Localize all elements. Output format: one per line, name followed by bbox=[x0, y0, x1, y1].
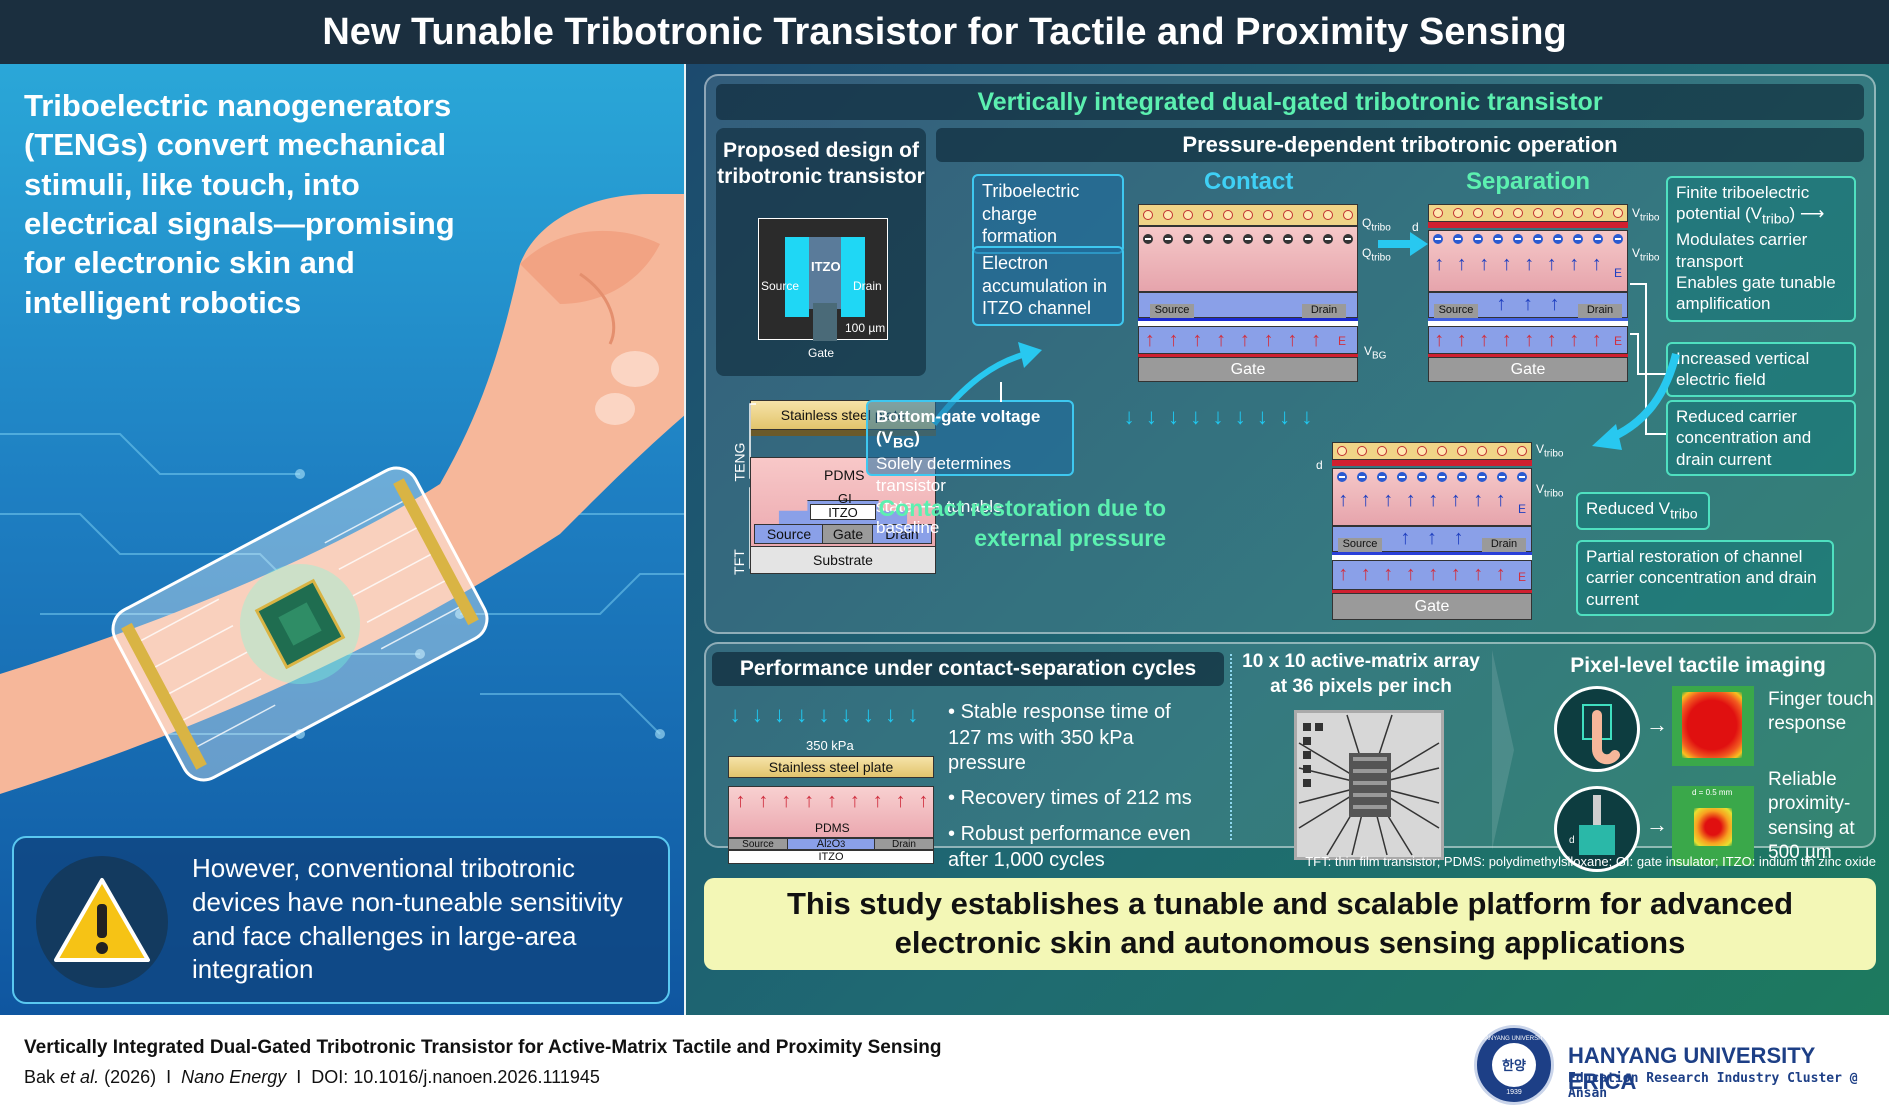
dual-gated-title: Vertically integrated dual-gated tribotr… bbox=[977, 87, 1603, 116]
warning-icon-circle bbox=[36, 856, 168, 988]
imaging-title: Pixel-level tactile imaging bbox=[1570, 654, 1826, 677]
svg-text:한양: 한양 bbox=[1502, 1058, 1526, 1074]
perf-source: Source bbox=[728, 838, 788, 850]
contact-to-separation-arrow bbox=[1378, 232, 1428, 256]
dual-gated-title-bar: Vertically integrated dual-gated tribotr… bbox=[716, 84, 1864, 120]
warning-panel: However, conventional tribotronic device… bbox=[12, 836, 670, 1004]
perf-bullet-2: • Recovery times of 212 ms bbox=[948, 787, 1192, 809]
separation-diagram: ↑↑↑↑↑↑↑↑ E Source Drain ↑↑↑ ↑↑↑↑↑↑↑↑ E G… bbox=[1428, 204, 1628, 382]
perf-divider bbox=[1230, 654, 1232, 840]
right-panel: Vertically integrated dual-gated tribotr… bbox=[686, 64, 1889, 1015]
footer: Vertically Integrated Dual-Gated Tribotr… bbox=[0, 1015, 1889, 1114]
bottom-gate-box: Bottom-gate voltage (VBG) Solely determi… bbox=[866, 400, 1074, 537]
performance-title-bar: Performance under contact-separation cyc… bbox=[712, 652, 1224, 686]
perf-pressure-arrows: ↓↓↓↓↓↓↓↓↓ bbox=[729, 702, 919, 727]
reduced-carrier-box: Reduced carrier concentration and drain … bbox=[1666, 400, 1856, 476]
arm-illustration bbox=[0, 194, 686, 794]
increased-field-box: Increased vertical electric field bbox=[1666, 342, 1856, 397]
abbreviations: TFT: thin film transistor; PDMS: polydim… bbox=[1305, 854, 1876, 869]
arrow-proximity: → bbox=[1646, 812, 1668, 837]
d-label-restore: d bbox=[1316, 458, 1323, 472]
drain-layer: Drain bbox=[872, 524, 932, 544]
proximity-label: Reliable proximity-sensing at 500 µm bbox=[1768, 769, 1855, 863]
svg-text:HANYANG UNIVERSITY: HANYANG UNIVERSITY bbox=[1481, 1036, 1548, 1042]
warning-text: However, conventional tribotronic device… bbox=[192, 853, 623, 985]
proximity-icon: d bbox=[1554, 786, 1640, 872]
intro-text: Triboelectric nanogenerators (TENGs) con… bbox=[24, 88, 455, 320]
contact-diagram: Source Drain ↑↑↑↑↑↑↑↑ E Gate bbox=[1138, 204, 1358, 382]
v-bg-label: VBG bbox=[1364, 344, 1387, 362]
v-tribo-label-4: Vtribo bbox=[1536, 482, 1564, 500]
warning-icon bbox=[54, 878, 150, 962]
operation-title: Pressure-dependent tribotronic operation bbox=[1182, 132, 1618, 157]
finger-touch-icon bbox=[1554, 686, 1640, 772]
reduced-vtribo-box: Reduced Vtribo bbox=[1576, 492, 1710, 531]
conclusion-box: This study establishes a tunable and sca… bbox=[704, 878, 1876, 970]
university-seal: 한양 1939 HANYANG UNIVERSITY bbox=[1474, 1025, 1554, 1105]
v-tribo-label-3: Vtribo bbox=[1536, 442, 1564, 460]
perf-pdms-layer: ↑↑↑↑↑↑↑↑↑ PDMS bbox=[728, 786, 934, 838]
scale-label: 100 µm bbox=[845, 321, 886, 335]
pressure-arrows-top: ↓↓↓↓↓↓↓↓↓ bbox=[1123, 404, 1313, 429]
transistor-micrograph: ITZO Source Drain 100 µm bbox=[758, 218, 888, 341]
svg-text:d: d bbox=[1569, 835, 1575, 846]
perf-steel-layer: Stainless steel plate bbox=[728, 756, 934, 778]
source-layer: Source bbox=[754, 524, 824, 544]
design-title: Proposed design of tribotronic transisto… bbox=[717, 139, 925, 189]
perf-drain: Drain bbox=[874, 838, 934, 850]
perf-pressure-label: 350 kPa bbox=[806, 738, 854, 753]
d-label-separation: d bbox=[1412, 220, 1419, 234]
bottom-gate-pointer bbox=[1000, 382, 1002, 402]
finite-potential-box: Finite triboelectric potential (Vtribo) … bbox=[1666, 176, 1856, 322]
contact-label: Contact bbox=[1204, 168, 1294, 195]
arrow-finger: → bbox=[1646, 712, 1668, 737]
design-panel: Proposed design of tribotronic transisto… bbox=[716, 128, 926, 376]
perf-itzo-layer: ITZO bbox=[728, 850, 934, 864]
drain-label: Drain bbox=[853, 279, 882, 293]
citation: Bak et al. (2026) I Nano Energy I DOI: 1… bbox=[24, 1067, 600, 1087]
v-tribo-label-1: Vtribo bbox=[1632, 206, 1660, 224]
performance-title: Performance under contact-separation cyc… bbox=[739, 657, 1197, 680]
restore-diagram: ↑↑↑↑↑↑↑↑ E Source Drain ↑↑↑ ↑↑↑↑↑↑↑↑ E G… bbox=[1332, 442, 1532, 620]
source-label: Source bbox=[761, 279, 800, 293]
perf-bullet-1: • Stable response time of 127 ms with 35… bbox=[948, 701, 1171, 775]
university-name: HANYANG UNIVERSITY ERICA bbox=[1568, 1043, 1815, 1094]
page-title: New Tunable Tribotronic Transistor for T… bbox=[322, 10, 1567, 53]
q-tribo-label-top: Qtribo bbox=[1362, 216, 1391, 234]
pdms-label: PDMS bbox=[824, 467, 865, 483]
proximity-heatmap: d = 0.5 mm bbox=[1672, 786, 1754, 866]
separation-to-restore-arrow bbox=[1592, 353, 1680, 450]
array-chevron bbox=[1492, 650, 1514, 850]
itzo-layer: ITZO bbox=[810, 504, 876, 520]
itzo-label: ITZO bbox=[811, 259, 841, 274]
finger-heatmap bbox=[1672, 686, 1754, 766]
steel-plate-base bbox=[750, 430, 936, 436]
separation-label: Separation bbox=[1466, 168, 1591, 195]
tft-label: TFT bbox=[730, 549, 747, 575]
paper-title: Vertically Integrated Dual-Gated Tribotr… bbox=[24, 1037, 942, 1058]
gate-layer: Gate bbox=[822, 524, 874, 544]
perf-bullet-3: • Robust performance even after 1,000 cy… bbox=[948, 823, 1191, 871]
finger-touch-label: Finger touch response bbox=[1768, 689, 1874, 735]
operation-title-bar: Pressure-dependent tribotronic operation bbox=[936, 128, 1864, 162]
restore-label: Contact restoration due to external pres… bbox=[878, 495, 1166, 551]
q-tribo-label-bottom: Qtribo bbox=[1362, 246, 1391, 264]
tribo-charge-box: Triboelectric charge formation bbox=[972, 174, 1124, 254]
electron-accumulation-box: Electron accumulation in ITZO channel bbox=[972, 246, 1124, 326]
gate-label: Gate bbox=[808, 346, 835, 360]
gi-label: GI bbox=[838, 491, 852, 506]
university-subtitle: Education Research Industry Cluster @ An… bbox=[1568, 1071, 1858, 1101]
partial-restoration-box: Partial restoration of channel carrier c… bbox=[1576, 540, 1834, 616]
active-matrix-photo bbox=[1294, 710, 1444, 860]
svg-text:1939: 1939 bbox=[1506, 1089, 1522, 1096]
left-panel: Triboelectric nanogenerators (TENGs) con… bbox=[0, 64, 686, 1015]
header-bar: New Tunable Tribotronic Transistor for T… bbox=[0, 0, 1889, 64]
conclusion-text: This study establishes a tunable and sca… bbox=[786, 886, 1794, 960]
v-tribo-label-2: Vtribo bbox=[1632, 246, 1660, 264]
substrate-layer: Substrate bbox=[750, 546, 936, 574]
connector-lines-right bbox=[1630, 283, 1666, 435]
